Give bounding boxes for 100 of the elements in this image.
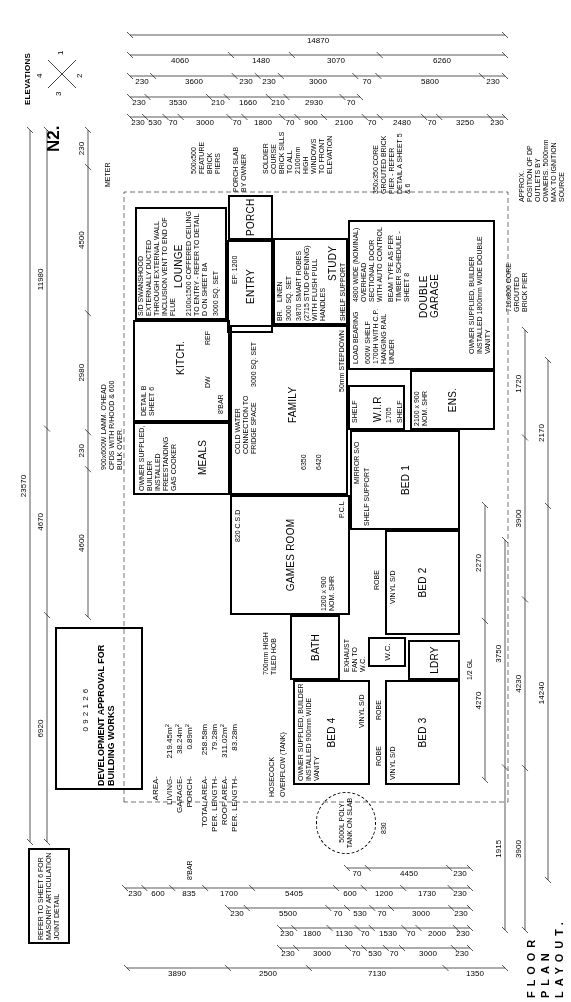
dimension-text: 14240 [538,681,546,705]
dimension-text: 230 [453,910,468,918]
dimension-text: 230 [239,78,253,86]
area-value: 83.28m [231,724,239,753]
dimension-text: 3750 [495,644,503,663]
area-label: TOTAL AREA- [201,776,209,829]
dimension-text: 2170 [538,424,546,442]
area-label: LIVING- [166,776,174,807]
dimension-text: 11980 [37,268,45,291]
room-outline [350,430,460,530]
room-name: BATH [309,634,321,661]
dimension-text: 1915 [495,839,503,858]
dimension-text: 70 [389,950,399,958]
area-label: GARAGE- [176,776,184,815]
dimension-text: 1720 [515,374,523,393]
dimension-text: 835 [182,890,196,898]
dimension-text: 14870 [306,37,329,45]
dimension-text: 1800 [302,930,321,938]
dimension-text: 2100 [335,119,354,127]
room-name: DOUBLE GARAGE [418,272,440,318]
dimension-text: 4060 [171,57,190,65]
area-label: PER. LENGTH- [231,776,239,832]
dimension-text: 3900 [515,509,523,528]
compass-number: 3 [55,91,63,96]
area-label: PORCH- [186,776,194,810]
dimension-text: 70 [351,950,361,958]
dimension-text: 230 [128,890,142,898]
dimension-text: 230 [78,141,86,156]
dimension-text: 600 [343,890,357,898]
dimension-text: 3890 [168,970,187,978]
dimension-text: 2480 [393,119,411,127]
dimension-text: 2500 [259,970,278,978]
dimension-text: 1800 [254,119,273,127]
compass-number: 4 [36,73,44,78]
dimension-text: 4500 [78,231,86,250]
dimension-text: 4450 [399,870,418,878]
dimension-text: 230 [78,444,86,458]
area-label: PER. LENGTH- [211,776,219,832]
room-outline [368,637,406,667]
dimension-text: 230 [490,119,505,127]
heading: ELEVATIONS [24,53,32,105]
room-outline [133,320,230,422]
room-name: LOUNGE [173,243,184,288]
dimension-text: 3000 [419,950,437,958]
dimension-text: 1660 [238,99,257,107]
dimension-text: 230 [132,99,146,107]
dimension-text: 5405 [285,890,303,898]
dimension-text: 1530 [379,930,397,938]
dimension-text: 230 [130,119,145,127]
dimension-text: 530 [368,950,382,958]
dimension-text: 5500 [278,910,297,918]
room-outline [290,615,340,680]
dimension-text: 70 [367,119,377,127]
room-name: ENTRY [244,269,256,304]
dimension-text: 230 [455,950,469,958]
dimension-text: 600 [151,890,165,898]
dimension-text: 4670 [37,512,45,531]
dimension-text: 70 [285,119,295,127]
room-name: GAMES ROOM [284,518,296,592]
drawing-number: N2. [45,125,62,152]
dimension-text: 3530 [169,99,188,107]
room-name: STUDY [327,244,338,281]
area-value: 258.58m [201,724,209,758]
room-name: PORCH [245,199,256,236]
dimension-text: 1350 [466,970,485,978]
room-outline [228,195,273,240]
dimension-text: 70 [427,119,437,127]
dimension-text: 70 [360,930,370,938]
dimension-text: 23570 [20,474,28,498]
dimension-text: 2930 [305,99,324,107]
dimension-text: 1480 [252,57,271,65]
compass-number: 2 [76,73,84,78]
dimension-text: 230 [486,78,501,86]
dimension-text: 230 [456,930,470,938]
dimension-text: 70 [232,119,242,127]
dimension-text: 230 [134,78,149,86]
dimension-text: 1730 [418,890,436,898]
room-outline [135,207,227,320]
dimension-text: 70 [377,910,387,918]
dimension-text: 6260 [433,57,452,65]
room-outline [408,640,460,680]
area-label: ROOF AREA- [221,776,229,828]
dimension-text: 3900 [515,840,523,858]
room-name: BED 2 [417,567,428,598]
dimension-text: 230 [280,930,294,938]
dimension-text: 3000 [313,950,331,958]
dimension-text: 1130 [334,930,353,938]
room-name: LDRY [428,646,440,674]
dimension-text: 4230 [515,674,523,693]
room-name: BED 3 [417,717,428,748]
dimension-text: 3000 [196,119,214,127]
dimension-text: 5800 [421,78,440,86]
dimension-text: 230 [230,910,244,918]
room-name: ENS. [447,387,458,413]
room-outline [230,325,348,495]
room-name: MEALS [197,438,208,475]
room-outline [227,240,273,333]
dimension-text: 70 [333,910,343,918]
room-name: W.I.R [372,395,383,422]
room-outline [385,530,460,635]
